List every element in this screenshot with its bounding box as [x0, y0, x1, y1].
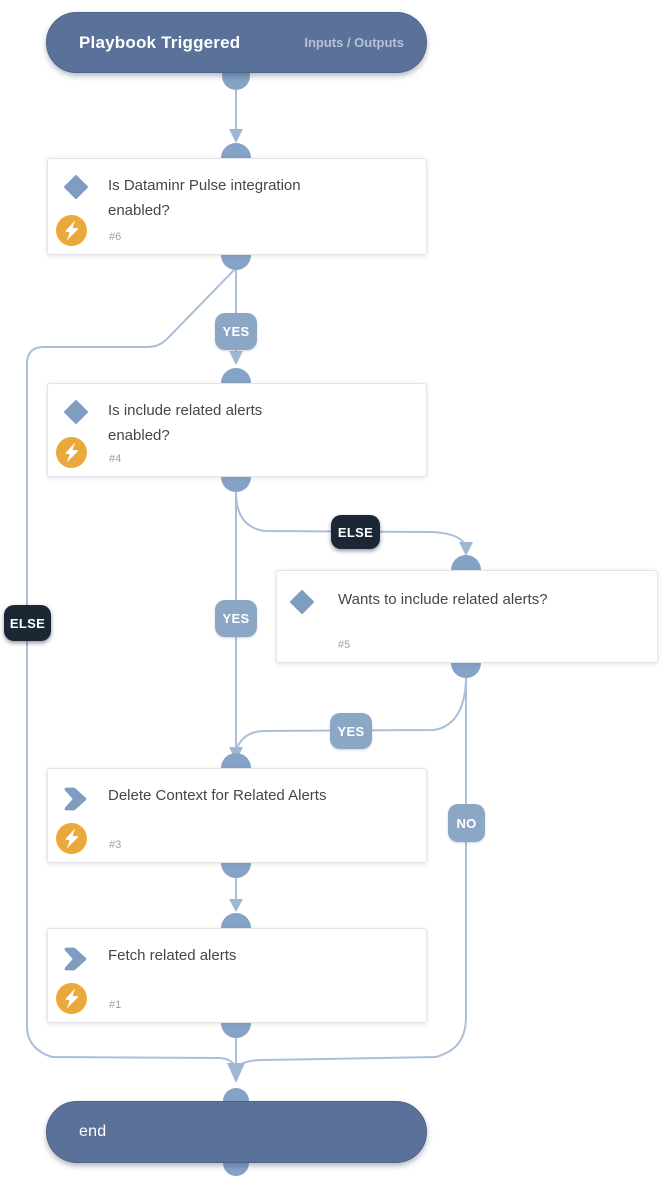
condition-node-4[interactable]: Is include related alerts enabled? #4 — [47, 383, 427, 477]
inputs-outputs-button[interactable]: Inputs / Outputs — [304, 35, 404, 50]
end-label: end — [79, 1123, 107, 1140]
automation-bolt-icon — [56, 437, 87, 468]
playbook-trigger-node[interactable]: Playbook Triggered Inputs / Outputs — [46, 12, 427, 73]
edge-label-else-right: ELSE — [331, 515, 380, 549]
task-node-3[interactable]: Delete Context for Related Alerts #3 — [47, 768, 427, 863]
task-number: #6 — [109, 231, 122, 243]
edge-6-else-left — [26, 267, 237, 1067]
arrowhead — [459, 542, 473, 556]
condition-diamond-icon — [290, 590, 314, 614]
task-number: #1 — [109, 999, 122, 1011]
end-node[interactable]: end — [46, 1101, 427, 1163]
node-title: Is include related alerts enabled? — [108, 402, 263, 444]
arrowhead — [229, 351, 243, 365]
task-node-1[interactable]: Fetch related alerts #1 — [47, 928, 427, 1023]
edge-label-else-left: ELSE — [4, 605, 51, 641]
condition-diamond-icon — [64, 400, 88, 424]
edge-label-no: NO — [448, 804, 485, 842]
edge-label-yes-mid: YES — [215, 600, 257, 637]
automation-bolt-icon — [56, 823, 87, 854]
node-title: Fetch related alerts — [108, 947, 237, 964]
arrowhead — [229, 899, 243, 912]
node-title: Delete Context for Related Alerts — [108, 787, 327, 804]
task-number: #4 — [109, 453, 122, 465]
node-title: Wants to include related alerts? — [338, 591, 548, 608]
task-chevron-icon — [64, 947, 87, 971]
node-title: Is Dataminr Pulse integration enabled? — [108, 177, 301, 219]
arrowhead — [229, 129, 243, 143]
trigger-title: Playbook Triggered — [79, 32, 241, 52]
edge-label-yes-low: YES — [330, 713, 372, 749]
task-number: #3 — [109, 839, 122, 851]
edge-5-yes-to-3 — [236, 675, 467, 749]
arrowhead — [227, 1063, 245, 1083]
condition-node-6[interactable]: Is Dataminr Pulse integration enabled? #… — [47, 158, 427, 255]
automation-bolt-icon — [56, 983, 87, 1014]
condition-node-5[interactable]: Wants to include related alerts? #5 — [276, 570, 658, 663]
edge-5-no-to-end — [237, 675, 467, 1067]
task-chevron-icon — [64, 787, 87, 811]
condition-diamond-icon — [64, 175, 88, 199]
automation-bolt-icon — [56, 215, 87, 246]
edge-label-yes-top: YES — [215, 313, 257, 350]
task-number: #5 — [338, 639, 351, 651]
